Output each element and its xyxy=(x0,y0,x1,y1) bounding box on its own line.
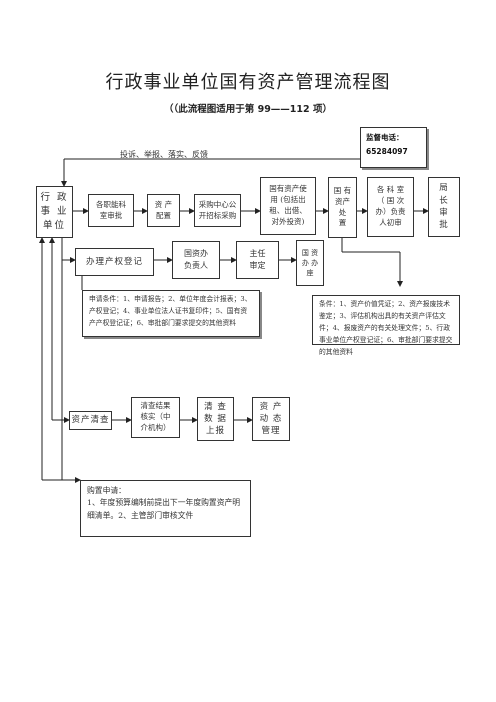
dynamic-management-box: 资 产 动 态 管理 xyxy=(252,397,290,441)
page-subtitle: （（此流程图适用于第 99——112 项） xyxy=(164,104,332,115)
asset-use-box: 国有资产使 用 (包括出 租、出借、 对外投资) xyxy=(260,177,316,235)
asset-config-box: 资 产 配置 xyxy=(147,194,180,227)
page-title: 行政事业单位国有资产管理流程图 xyxy=(105,72,391,93)
asset-inventory-box: 资产清查 xyxy=(69,411,112,430)
director-approval-box: 局 长 审 批 xyxy=(428,177,460,237)
unit-box: 行 政 事 业 单位 xyxy=(36,186,73,238)
disposal-conditions-note: 条件：1、资产价值凭证；2、资产报废技术鉴定；3、评估机构出具的有关资产评估文件… xyxy=(312,295,460,356)
feedback-label: 投诉、举报、落实、反馈 xyxy=(120,150,208,159)
inventory-verify-box: 清查结果 核实（中 介机构） xyxy=(131,397,180,438)
office-head-box: 国资办 负责人 xyxy=(172,241,220,279)
asset-disposal-box: 国 有 资产 处 置 xyxy=(328,177,357,238)
supervision-box: 监督电话： 65284097 xyxy=(360,127,427,168)
property-registration-box: 办理产权登记 xyxy=(75,248,154,276)
purchase-request-note: 购置申请： 1、年度预算编制前提出下一年度购置资产明细清单。2、主管部门审核文件 xyxy=(80,480,251,537)
director-review-box: 主任 审定 xyxy=(236,241,279,279)
supervision-phone: 65284097 xyxy=(366,147,408,156)
asset-office-box: 国 资 办 办 座 xyxy=(296,240,324,286)
dept-review-box: 各职能科 室审批 xyxy=(88,194,134,227)
registration-conditions-note: 申请条件：1、申请报告；2、单位年度会计报表；3、产权登记；4、事业单位法人证书… xyxy=(82,290,260,337)
inventory-report-box: 清 查 数 据 上报 xyxy=(197,397,234,441)
procurement-box: 采购中心公 开招标采购 xyxy=(194,194,241,227)
supervision-label: 监督电话： xyxy=(366,133,404,142)
section-review-box: 各 科 室 （ 国 次 办）负责 人初审 xyxy=(367,177,414,237)
